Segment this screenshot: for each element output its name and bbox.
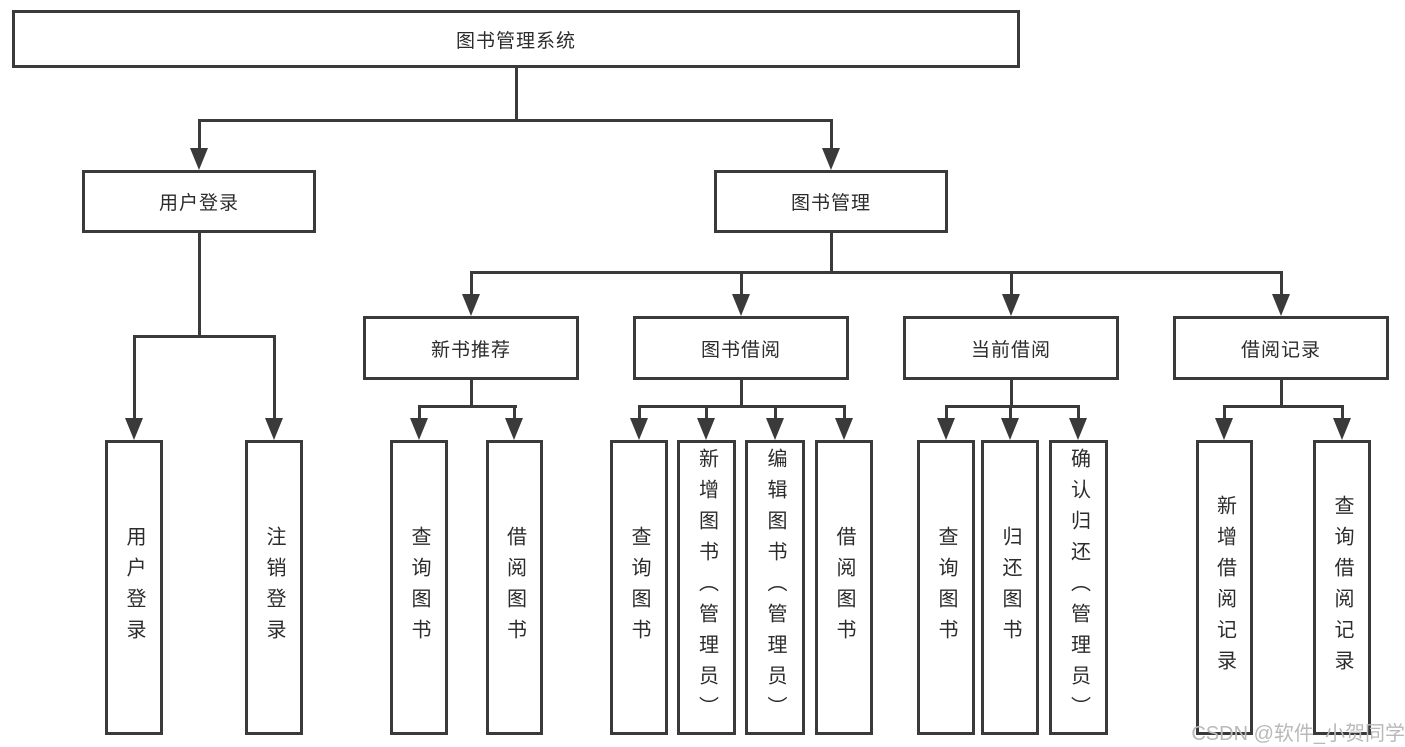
leaf-borrow-book: 借阅图书: [815, 440, 873, 735]
connector-leaf-stem: [945, 405, 948, 420]
connector-root-branch: [198, 119, 833, 122]
node-user-login-label: 用户登录: [158, 193, 239, 214]
connector-book-mgmt-down: [830, 233, 833, 274]
leaf-confirm-return-admin-label: 确认归还（管理员）: [1067, 448, 1090, 727]
arrow-down-icon: [732, 294, 750, 316]
leaf-edit-book-admin: 编辑图书（管理员）: [745, 440, 805, 735]
connector-book-borrow-down: [740, 380, 743, 407]
arrow-down-icon: [1002, 294, 1020, 316]
leaf-logout-label: 注销登录: [263, 525, 285, 650]
node-root-label: 图书管理系统: [455, 30, 576, 52]
arrow-down-icon: [1272, 294, 1290, 316]
leaf-edit-book-admin-label: 编辑图书（管理员）: [764, 448, 786, 727]
node-borrow-records-label: 借阅记录: [1240, 339, 1321, 361]
leaf-query-book-newbook-label: 查询图书: [408, 525, 430, 650]
node-current-borrow-label: 当前借阅: [970, 339, 1051, 361]
leaf-add-book-admin-label: 新增图书（管理员）: [695, 448, 718, 727]
leaf-query-book-current-label: 查询图书: [935, 525, 957, 650]
connector-user-login-down: [198, 233, 201, 338]
connector-leaf-stem: [1009, 405, 1012, 420]
connector-leaf-stem: [843, 405, 846, 420]
node-book-borrow: 图书借阅: [633, 316, 849, 380]
leaf-add-borrow-record: 新增借阅记录: [1196, 440, 1253, 735]
connector-root-stem: [515, 68, 518, 122]
connector-book-mgmt-stem: [830, 119, 833, 150]
node-current-borrow: 当前借阅: [903, 316, 1119, 380]
leaf-return-book: 归还图书: [981, 440, 1039, 735]
connector-book-borrow-branch: [638, 405, 846, 408]
node-new-book-label: 新书推荐: [430, 339, 511, 361]
connector-current-borrow-stem: [1010, 271, 1013, 296]
arrow-down-icon: [630, 418, 648, 440]
leaf-query-book-current: 查询图书: [917, 440, 975, 735]
connector-borrow-records-branch: [1223, 405, 1344, 408]
connector-new-book-stem: [470, 271, 473, 296]
connector-current-borrow-down: [1010, 380, 1013, 407]
leaf-borrow-book-label: 借阅图书: [833, 525, 855, 650]
connector-leaf-stem: [513, 405, 516, 420]
arrow-down-icon: [410, 418, 428, 440]
node-root: 图书管理系统: [12, 10, 1020, 68]
connector-leaf-stem: [1077, 405, 1080, 420]
leaf-borrow-book-newbook: 借阅图书: [486, 440, 543, 735]
arrow-down-icon: [766, 418, 784, 440]
arrow-down-icon: [937, 418, 955, 440]
arrow-down-icon: [190, 148, 208, 170]
leaf-logout: 注销登录: [245, 440, 303, 735]
node-new-book: 新书推荐: [363, 316, 579, 380]
connector-user-login-stem: [198, 119, 201, 150]
leaf-query-book-newbook: 查询图书: [390, 440, 448, 735]
node-user-login: 用户登录: [82, 170, 316, 233]
arrow-down-icon: [835, 418, 853, 440]
node-book-mgmt: 图书管理: [714, 170, 948, 233]
node-borrow-records: 借阅记录: [1173, 316, 1389, 380]
leaf-query-book-borrow: 查询图书: [610, 440, 668, 735]
leaf-user-login: 用户登录: [105, 440, 163, 735]
connector-borrow-records-stem: [1280, 271, 1283, 296]
connector-new-book-down: [470, 380, 473, 407]
connector-leaf-stem: [418, 405, 421, 420]
connector-user-login-branch: [133, 335, 276, 338]
arrow-down-icon: [1215, 418, 1233, 440]
connector-borrow-records-down: [1280, 380, 1283, 407]
connector-new-book-branch: [418, 405, 517, 408]
leaf-confirm-return-admin: 确认归还（管理员）: [1049, 440, 1108, 735]
arrow-down-icon: [1069, 418, 1087, 440]
connector-leaf-stem: [1341, 405, 1344, 420]
leaf-return-book-label: 归还图书: [999, 525, 1021, 650]
connector-leaf-stem: [273, 335, 276, 420]
arrow-down-icon: [505, 418, 523, 440]
arrow-down-icon: [265, 418, 283, 440]
csdn-watermark: CSDN @软件_小贺同学: [1191, 723, 1405, 745]
leaf-query-borrow-record: 查询借阅记录: [1313, 440, 1371, 735]
connector-book-borrow-stem: [740, 271, 743, 296]
leaf-query-book-borrow-label: 查询图书: [628, 525, 650, 650]
leaf-add-book-admin: 新增图书（管理员）: [677, 440, 736, 735]
arrow-down-icon: [125, 418, 143, 440]
arrow-down-icon: [462, 294, 480, 316]
connector-leaf-stem: [1223, 405, 1226, 420]
connector-book-mgmt-branch: [470, 271, 1283, 274]
node-book-mgmt-label: 图书管理: [790, 193, 871, 214]
arrow-down-icon: [1333, 418, 1351, 440]
arrow-down-icon: [822, 148, 840, 170]
connector-current-borrow-branch: [945, 405, 1080, 408]
arrow-down-icon: [1001, 418, 1019, 440]
leaf-add-borrow-record-label: 新增借阅记录: [1213, 494, 1236, 681]
connector-leaf-stem: [705, 405, 708, 420]
node-book-borrow-label: 图书借阅: [700, 339, 781, 361]
leaf-query-borrow-record-label: 查询借阅记录: [1331, 494, 1353, 681]
connector-leaf-stem: [774, 405, 777, 420]
connector-leaf-stem: [638, 405, 641, 420]
connector-leaf-stem: [133, 335, 136, 420]
leaf-user-login-label: 用户登录: [123, 525, 145, 650]
arrow-down-icon: [697, 418, 715, 440]
leaf-borrow-book-newbook-label: 借阅图书: [503, 525, 526, 650]
